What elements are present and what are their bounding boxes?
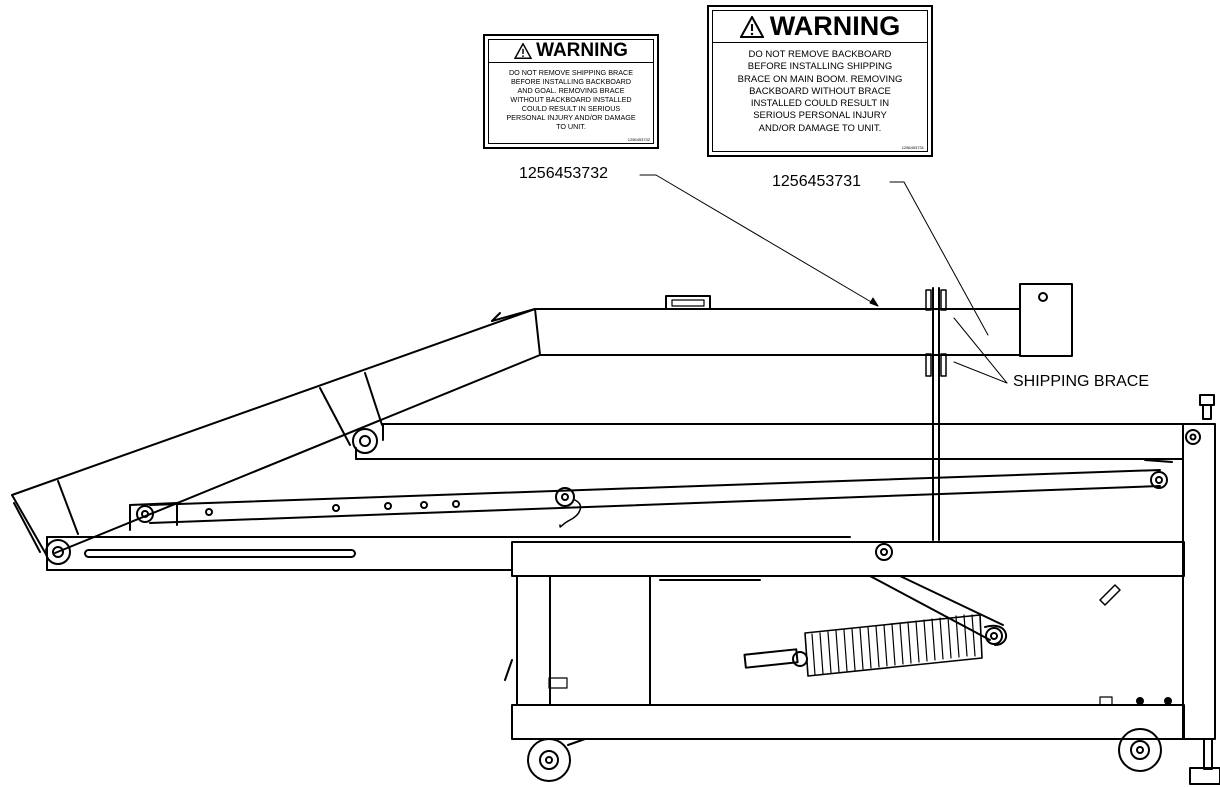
carriage-rail — [46, 536, 851, 571]
warning-label-large: WARNING DO NOT REMOVE BACKBOARD BEFORE I… — [707, 5, 933, 157]
shipping-brace — [925, 287, 947, 541]
warning-label-small: WARNING DO NOT REMOVE SHIPPING BRACE BEF… — [483, 34, 659, 149]
leader-small-label-angle — [655, 174, 879, 307]
callout-part-number-large: 1256453731 — [772, 173, 861, 190]
callout-part-number-small: 1256453732 — [519, 165, 608, 182]
caster-left — [527, 738, 586, 782]
leader-brace-lower — [953, 361, 1008, 384]
leader-brace-upper — [953, 317, 1008, 384]
callout-shipping-brace: SHIPPING BRACE — [1013, 373, 1150, 390]
warning-text: DO NOT REMOVE SHIPPING BRACE BEFORE INST… — [506, 68, 636, 131]
middle-arm — [355, 423, 1184, 460]
tension-bar — [129, 459, 1173, 531]
leader-lines — [639, 174, 1008, 384]
warning-text: DO NOT REMOVE BACKBOARD BEFORE INSTALLIN… — [737, 49, 903, 134]
warning-triangle-icon — [514, 43, 533, 59]
leader-large-label-angle — [903, 181, 989, 336]
label-part-number: 1256453732 — [627, 137, 650, 142]
warning-header: WARNING — [769, 11, 901, 41]
label-part-number: 1256453731 — [901, 145, 924, 150]
spring-assembly — [743, 575, 1008, 677]
warning-triangle-icon — [739, 15, 764, 38]
adjustment-knob — [555, 487, 575, 507]
boom-tag-plate — [665, 295, 711, 310]
warning-header: WARNING — [536, 40, 628, 61]
caster-right — [1099, 728, 1162, 772]
leader-arrow-small — [869, 297, 879, 307]
main-boom — [491, 283, 1073, 357]
boom-end-bracket — [1019, 283, 1073, 357]
angled-boom — [11, 308, 541, 565]
vertical-post — [1182, 394, 1220, 785]
